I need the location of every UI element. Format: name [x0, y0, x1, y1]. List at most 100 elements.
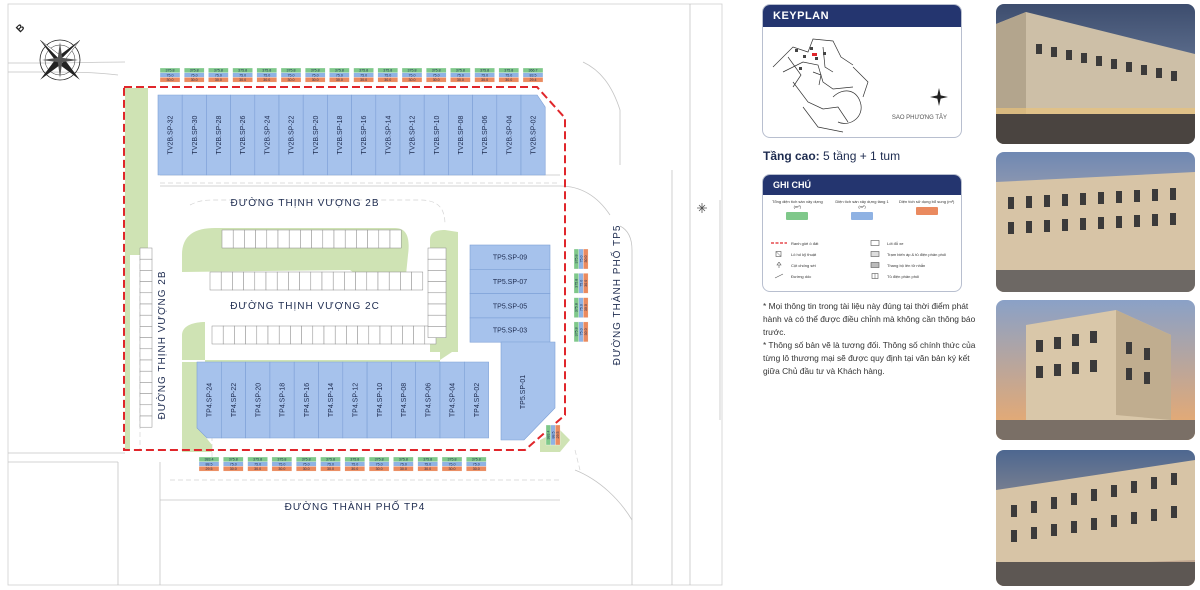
lot-tp4-sp-22[interactable]: TP4.SP-22	[221, 361, 246, 439]
corner-lot-label: TP5.SP-01	[520, 375, 527, 409]
lot-tv2b-sp-32[interactable]: TV2B.SP-32	[157, 94, 183, 176]
legend-swatch-orange	[915, 207, 938, 215]
lot-info-value: 375.8	[456, 69, 465, 73]
lot-info-value: 375.8	[166, 69, 175, 73]
legend-item-tech-pit: Lô hố kỹ thuật	[771, 250, 861, 258]
lot-info-value: 75.0	[351, 462, 358, 466]
lot-info-value: 75.0	[409, 73, 416, 77]
compass-rose-icon	[39, 39, 81, 81]
airplane-symbol-icon	[697, 203, 707, 213]
lot-info-value: 75.0	[400, 462, 407, 466]
lot-label: TV2B.SP-10	[434, 115, 441, 154]
lot-tv2b-sp-18[interactable]: TV2B.SP-18	[327, 94, 352, 176]
lot-info-value: 29.4	[530, 78, 537, 82]
corner-lot[interactable]: TP5.SP-01	[500, 341, 556, 441]
lot-info-value: 75.0	[505, 73, 512, 77]
lot-info-value: 30.0	[351, 467, 358, 471]
lot-tv2b-sp-14[interactable]: TV2B.SP-14	[375, 94, 401, 176]
lot-tp4-sp-10[interactable]: TP4.SP-10	[366, 361, 392, 439]
lot-info-value: 375.8	[423, 458, 432, 462]
lot-tp5-sp-09[interactable]: TP5.SP-09	[469, 244, 551, 270]
lot-tp4-sp-24[interactable]: TP4.SP-24	[196, 361, 222, 439]
lot-info-value: 75.0	[449, 462, 456, 466]
lot-info-value: 375.8	[277, 458, 286, 462]
lot-info-value: 30.0	[191, 78, 198, 82]
render-photo-4	[996, 450, 1195, 586]
lot-tp5-sp-03[interactable]: TP5.SP-03	[469, 317, 551, 343]
lot-info-value: 366.7	[529, 69, 538, 73]
lot-info-value: 30.0	[584, 280, 588, 287]
lot-info-value: 30.0	[481, 78, 488, 82]
legend-swatch-green	[786, 212, 809, 220]
lot-info-value: 75.0	[191, 73, 198, 77]
lot-tv2b-sp-20[interactable]: TV2B.SP-20	[302, 94, 328, 176]
lot-tv2b-sp-24[interactable]: TV2B.SP-24	[254, 94, 280, 176]
lot-info-value: 88.5	[551, 432, 555, 439]
legend-columns: Tổng diện tích sàn xây dựng (m²) Diện tí…	[769, 199, 955, 235]
lot-tv2b-sp-08[interactable]: TV2B.SP-08	[448, 94, 473, 176]
lot-info-value: 375.8	[575, 279, 579, 288]
lot-label: TP4.SP-12	[352, 383, 359, 417]
lot-info-value: 30.0	[288, 78, 295, 82]
lot-info-box: 375.875.030.0	[353, 67, 374, 83]
lot-info-value: 83.5	[530, 73, 537, 77]
lot-info-box: 375.875.030.0	[320, 456, 341, 472]
lot-tp4-sp-18[interactable]: TP4.SP-18	[269, 361, 295, 439]
lot-info-value: 75.0	[167, 73, 174, 77]
lot-label: TV2B.SP-08	[458, 115, 465, 154]
lot-label: TV2B.SP-06	[482, 115, 489, 154]
lot-tv2b-sp-28[interactable]: TV2B.SP-28	[206, 94, 231, 176]
lot-tv2b-sp-16[interactable]: TV2B.SP-16	[351, 94, 377, 176]
lot-info-value: 75.0	[288, 73, 295, 77]
lot-info-value: 75.0	[433, 73, 440, 77]
lot-tp4-sp-06[interactable]: TP4.SP-06	[415, 361, 441, 439]
lot-info-value: 375.8	[302, 458, 311, 462]
lot-tp4-sp-08[interactable]: TP4.SP-08	[391, 361, 416, 439]
lot-tp4-sp-16[interactable]: TP4.SP-16	[293, 361, 319, 439]
lot-info-value: 375.8	[575, 255, 579, 264]
lot-tp4-sp-02[interactable]: TP4.SP-02	[464, 361, 489, 439]
lot-tv2b-sp-12[interactable]: TV2B.SP-12	[399, 94, 425, 176]
lot-info-value: 75.0	[376, 462, 383, 466]
legend-item-ramp: Đường dốc	[771, 272, 861, 280]
lot-info-value: 30.0	[327, 467, 334, 471]
legend-col-extra-area: Diện tích sử dụng bổ sung (m²)	[898, 199, 955, 235]
lot-tp5-sp-05[interactable]: TP5.SP-05	[469, 293, 551, 319]
lot-tp4-sp-20[interactable]: TP4.SP-20	[245, 361, 271, 439]
lot-info-box: 375.875.030.0	[296, 456, 317, 472]
lot-info-value: 375.8	[311, 69, 320, 73]
lot-info-value: 30.0	[376, 467, 383, 471]
lot-tv2b-sp-04[interactable]: TV2B.SP-04	[496, 94, 522, 176]
lot-info-value: 30.0	[584, 328, 588, 335]
lot-tp4-sp-12[interactable]: TP4.SP-12	[342, 361, 368, 439]
lot-info-box: 375.875.030.0	[271, 456, 293, 472]
lot-info-value: 75.0	[457, 73, 464, 77]
lot-tp5-sp-07[interactable]: TP5.SP-07	[469, 268, 551, 294]
lot-label: TV2B.SP-12	[410, 115, 417, 154]
lot-tv2b-sp-26[interactable]: TV2B.SP-26	[230, 94, 256, 176]
lot-info-box: 375.875.030.0	[256, 67, 277, 83]
lot-tv2b-sp-10[interactable]: TV2B.SP-10	[423, 94, 449, 176]
lot-tp4-sp-14[interactable]: TP4.SP-14	[318, 361, 344, 439]
lot-label: TV2B.SP-02	[531, 115, 538, 154]
lot-label: TP4.SP-20	[255, 383, 262, 417]
lot-info-value: 88.5	[206, 462, 213, 466]
road-label-thinh-vuong-2b-top: ĐƯỜNG THỊNH VƯỢNG 2B	[230, 196, 379, 209]
lot-tv2b-sp-30[interactable]: TV2B.SP-30	[181, 94, 207, 176]
lot-label: TP4.SP-02	[474, 383, 481, 417]
lot-tv2b-sp-22[interactable]: TV2B.SP-22	[278, 94, 304, 176]
lot-tp4-sp-04[interactable]: TP4.SP-04	[439, 361, 465, 439]
lightning-rod-icon	[776, 262, 782, 268]
lot-info-value: 30.0	[457, 78, 464, 82]
lot-tv2b-sp-06[interactable]: TV2B.SP-06	[472, 94, 498, 176]
lot-label: TP4.SP-08	[401, 383, 408, 417]
lot-info-value: 29.5	[556, 432, 560, 439]
lot-tv2b-sp-02[interactable]: TV2B.SP-02	[520, 94, 546, 176]
site-boundary	[123, 86, 566, 451]
render-photo-3	[996, 300, 1195, 440]
